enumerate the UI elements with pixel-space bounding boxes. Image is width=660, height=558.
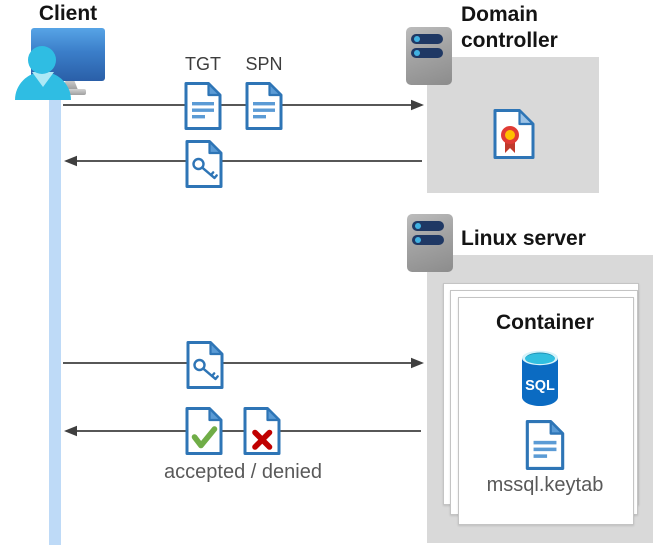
tgt-document-icon bbox=[184, 82, 222, 130]
key-ticket-icon bbox=[185, 140, 223, 188]
certificate-icon bbox=[493, 109, 535, 159]
client-lifeline bbox=[49, 88, 61, 545]
linux-server-label: Linux server bbox=[461, 227, 586, 250]
accepted-document-icon bbox=[185, 407, 223, 455]
client-label: Client bbox=[38, 2, 98, 25]
domain-controller-server-icon bbox=[406, 27, 452, 85]
result-label: accepted / denied bbox=[164, 461, 322, 483]
spn-document-icon bbox=[245, 82, 283, 130]
keytab-filename: mssql.keytab bbox=[486, 474, 604, 496]
client-icon bbox=[14, 26, 114, 100]
container-page bbox=[458, 297, 634, 525]
container-label: Container bbox=[495, 311, 594, 334]
spn-label: SPN bbox=[245, 54, 283, 74]
keytab-document-icon bbox=[525, 420, 565, 470]
person-head bbox=[28, 46, 56, 74]
domain-controller-label: Domain controller bbox=[461, 3, 558, 52]
denied-document-icon bbox=[243, 407, 281, 455]
linux-server-icon bbox=[407, 214, 453, 272]
sql-label: SQL bbox=[525, 378, 555, 394]
arrow-dc-to-client bbox=[64, 155, 422, 167]
sql-database-icon: SQL bbox=[522, 350, 558, 406]
monitor-stand bbox=[62, 81, 78, 90]
arrow-client-to-linux bbox=[63, 357, 424, 369]
tgt-label: TGT bbox=[185, 54, 221, 74]
key-ticket-icon bbox=[186, 341, 224, 389]
